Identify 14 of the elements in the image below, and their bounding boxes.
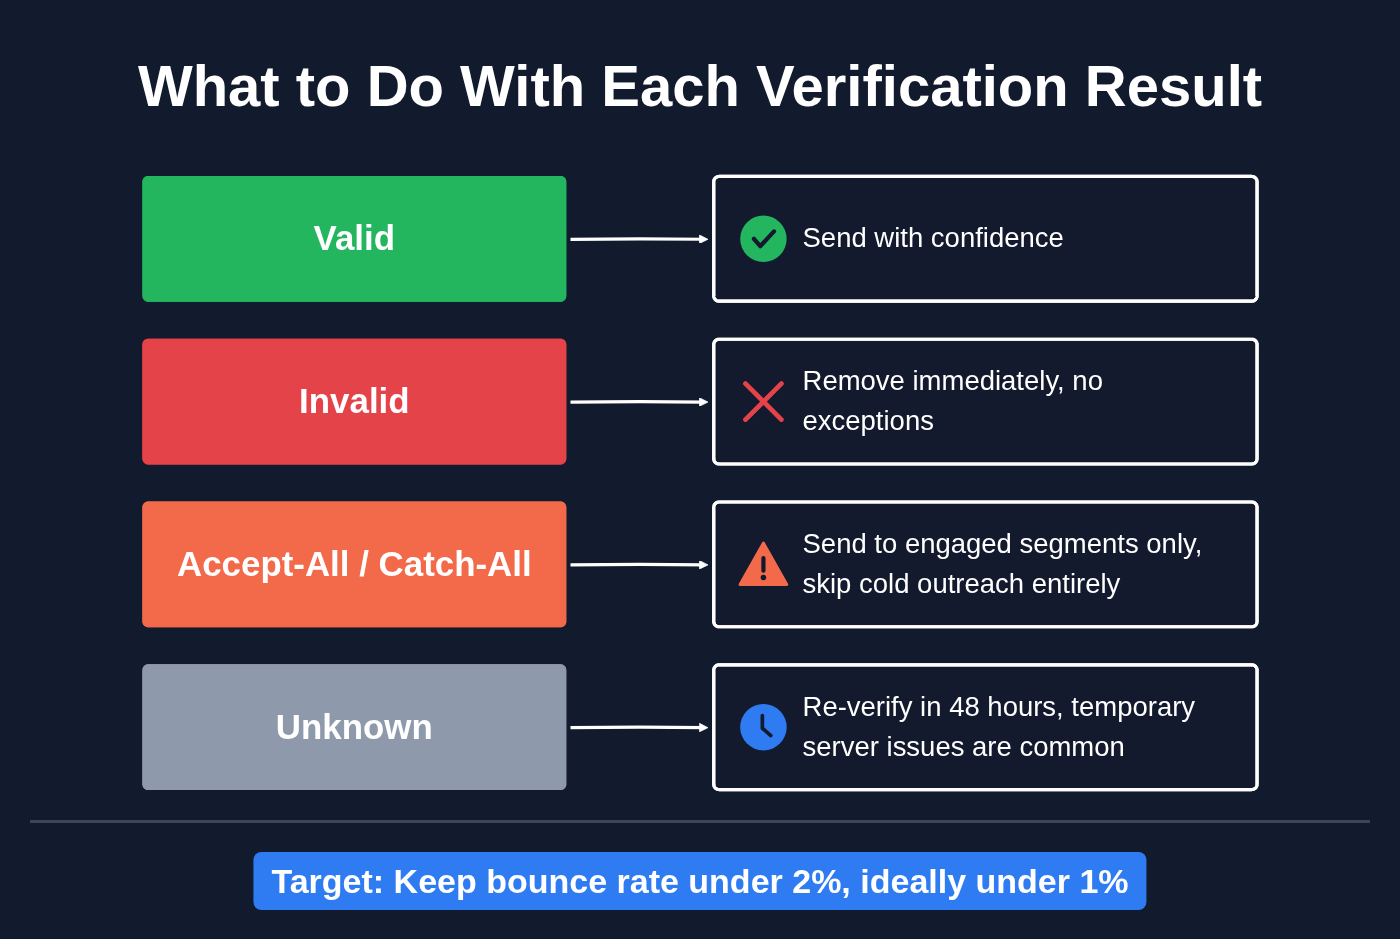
caption-banner: Target: Keep bounce rate under 2%, ideally under 1% bbox=[253, 852, 1147, 910]
title: What to Do With Each Verification Result bbox=[137, 52, 1263, 120]
action-text: Send with confidence bbox=[802, 221, 1064, 256]
status-label: Valid bbox=[313, 218, 396, 261]
status-label: Accept-All / Catch-All bbox=[177, 543, 532, 586]
arrow bbox=[570, 397, 709, 407]
action-text: Send to engaged segments only, skip cold outreach entirely bbox=[802, 526, 1204, 602]
action-text: Remove immediately, no exceptions bbox=[802, 363, 1104, 439]
arrow bbox=[570, 560, 709, 570]
arrow bbox=[570, 722, 709, 733]
status-label: Invalid bbox=[299, 380, 410, 423]
status-label: Unknown bbox=[275, 706, 433, 749]
arrow bbox=[570, 234, 709, 244]
action-text: Re-verify in 48 hours, temporary server issues are common bbox=[802, 689, 1197, 765]
